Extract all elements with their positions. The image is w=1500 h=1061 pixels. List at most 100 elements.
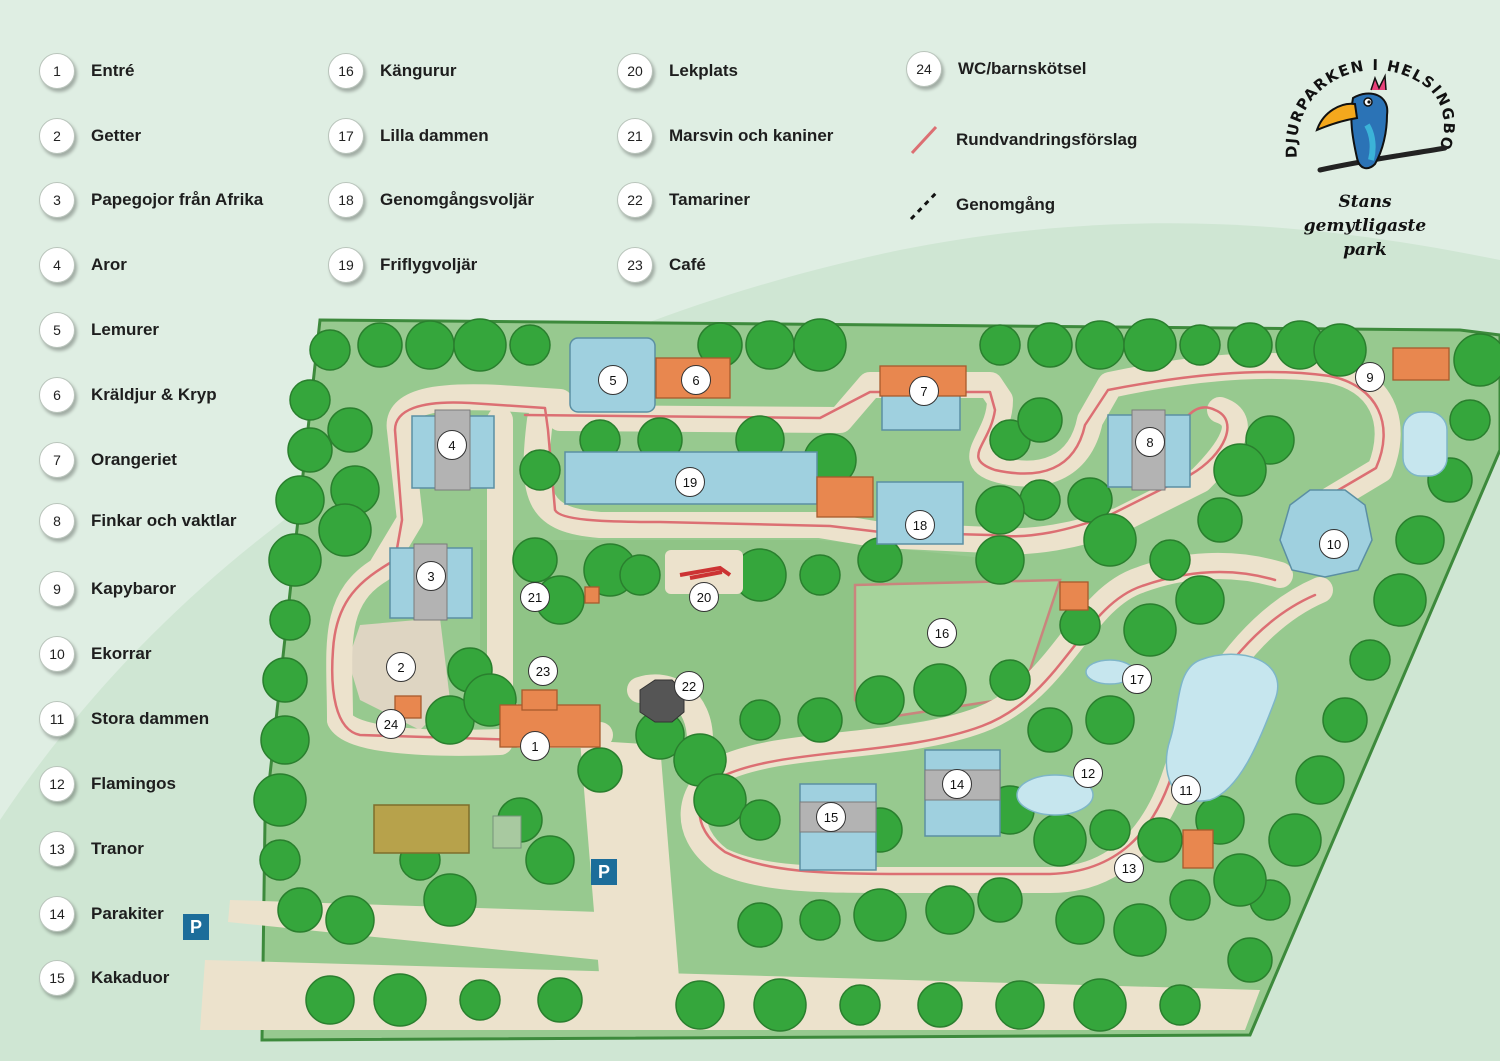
parrot-icon — [1315, 73, 1389, 170]
tree-icon — [260, 715, 310, 765]
legend-number-badge: 13 — [39, 831, 75, 867]
legend-label: Marsvin och kaniner — [669, 126, 834, 145]
map-marker-1[interactable]: 1 — [520, 731, 550, 761]
tree-icon — [1213, 443, 1267, 497]
legend-label: Ekorrar — [91, 644, 152, 663]
branch — [1317, 145, 1448, 173]
tree-icon — [459, 979, 501, 1021]
legend-label: Tranor — [91, 839, 144, 858]
legend-number-badge: 18 — [328, 182, 364, 218]
flamingo-pond — [1016, 774, 1094, 816]
large-pond — [1165, 653, 1279, 802]
legend-item-24: 24 WC/barnskötsel — [906, 49, 1086, 89]
legend-number-badge: 1 — [39, 53, 75, 89]
map-marker-19[interactable]: 19 — [675, 467, 705, 497]
map-marker-16[interactable]: 16 — [927, 618, 957, 648]
tree-icon — [289, 379, 331, 421]
tree-icon — [262, 657, 308, 703]
map-marker-11[interactable]: 11 — [1171, 775, 1201, 805]
tree-icon — [839, 984, 881, 1026]
legend-label: Kräldjur & Kryp — [91, 385, 217, 404]
tree-icon — [268, 533, 322, 587]
legend-number-badge: 9 — [39, 571, 75, 607]
legend-item-8: 8 Finkar och vaktlar — [39, 501, 237, 541]
legend-label: Genomgångsvoljär — [380, 190, 534, 209]
legend-number-badge: 5 — [39, 312, 75, 348]
map-marker-9[interactable]: 9 — [1355, 362, 1385, 392]
tree-icon — [305, 975, 355, 1025]
map-marker-24[interactable]: 24 — [376, 709, 406, 739]
building-1-top — [521, 689, 558, 711]
tree-icon — [1159, 984, 1201, 1026]
tree-icon — [1295, 755, 1345, 805]
legend-label: Finkar och vaktlar — [91, 511, 237, 530]
tree-icon — [693, 773, 747, 827]
legend-number-badge: 14 — [39, 896, 75, 932]
legend-label: Parakiter — [91, 904, 164, 923]
legend-item-18: 18 Genomgångsvoljär — [328, 180, 534, 220]
map-marker-3[interactable]: 3 — [416, 561, 446, 591]
map-marker-6[interactable]: 6 — [681, 365, 711, 395]
legend-number-badge: 3 — [39, 182, 75, 218]
legend-label: Papegojor från Afrika — [91, 190, 264, 209]
map-marker-21[interactable]: 21 — [520, 582, 550, 612]
legend-item-3: 3 Papegojor från Afrika — [39, 180, 263, 220]
tree-icon — [979, 324, 1021, 366]
tree-icon — [917, 982, 963, 1028]
legend-passage-symbol: Genomgång — [906, 185, 1055, 225]
tree-icon — [509, 324, 551, 366]
tree-icon — [753, 978, 807, 1032]
legend-label: Getter — [91, 126, 142, 145]
map-marker-7[interactable]: 7 — [909, 376, 939, 406]
tree-icon — [1059, 604, 1101, 646]
legend-item-12: 12 Flamingos — [39, 764, 176, 804]
tree-icon — [577, 747, 623, 793]
tree-icon — [675, 980, 725, 1030]
tree-icon — [1083, 513, 1137, 567]
legend-label: Genomgång — [956, 195, 1056, 214]
map-marker-13[interactable]: 13 — [1114, 853, 1144, 883]
tree-icon — [739, 799, 781, 841]
tree-icon — [975, 485, 1025, 535]
map-marker-5[interactable]: 5 — [598, 365, 628, 395]
map-marker-22[interactable]: 22 — [674, 671, 704, 701]
gazebo-22 — [639, 679, 685, 723]
map-marker-18[interactable]: 18 — [905, 510, 935, 540]
map-marker-12[interactable]: 12 — [1073, 758, 1103, 788]
tree-icon — [1027, 322, 1073, 368]
legend-route-symbol: Rundvandringsförslag — [906, 120, 1137, 160]
map-marker-23[interactable]: 23 — [528, 656, 558, 686]
legend-label: Stora dammen — [91, 709, 210, 728]
map-marker-20[interactable]: 20 — [689, 582, 719, 612]
logo-title-arc: DJURPARKEN I HELSINGBORG — [1275, 40, 1455, 173]
legend-label: Aror — [91, 255, 127, 274]
legend-label: Tamariner — [669, 190, 750, 209]
tree-icon — [1123, 318, 1177, 372]
tree-icon — [737, 902, 783, 948]
tree-icon — [1213, 853, 1267, 907]
legend-item-14: 14 Parakiter — [39, 894, 164, 934]
map-marker-17[interactable]: 17 — [1122, 664, 1152, 694]
legend-number-badge: 20 — [617, 53, 653, 89]
map-marker-2[interactable]: 2 — [386, 652, 416, 682]
tree-icon — [318, 503, 372, 557]
legend-number-badge: 12 — [39, 766, 75, 802]
legend-item-7: 7 Orangeriet — [39, 440, 177, 480]
tree-icon — [1113, 903, 1167, 957]
map-marker-8[interactable]: 8 — [1135, 427, 1165, 457]
map-marker-4[interactable]: 4 — [437, 430, 467, 460]
tree-icon — [357, 322, 403, 368]
map-marker-10[interactable]: 10 — [1319, 529, 1349, 559]
tree-icon — [855, 675, 905, 725]
map-marker-14[interactable]: 14 — [942, 769, 972, 799]
tree-icon — [913, 663, 967, 717]
map-marker-15[interactable]: 15 — [816, 802, 846, 832]
tree-icon — [799, 554, 841, 596]
tree-icon — [1033, 813, 1087, 867]
legend-item-16: 16 Kängurur — [328, 51, 457, 91]
tree-icon — [1089, 809, 1131, 851]
tree-icon — [259, 839, 301, 881]
tree-icon — [1019, 479, 1061, 521]
tree-icon — [925, 885, 975, 935]
